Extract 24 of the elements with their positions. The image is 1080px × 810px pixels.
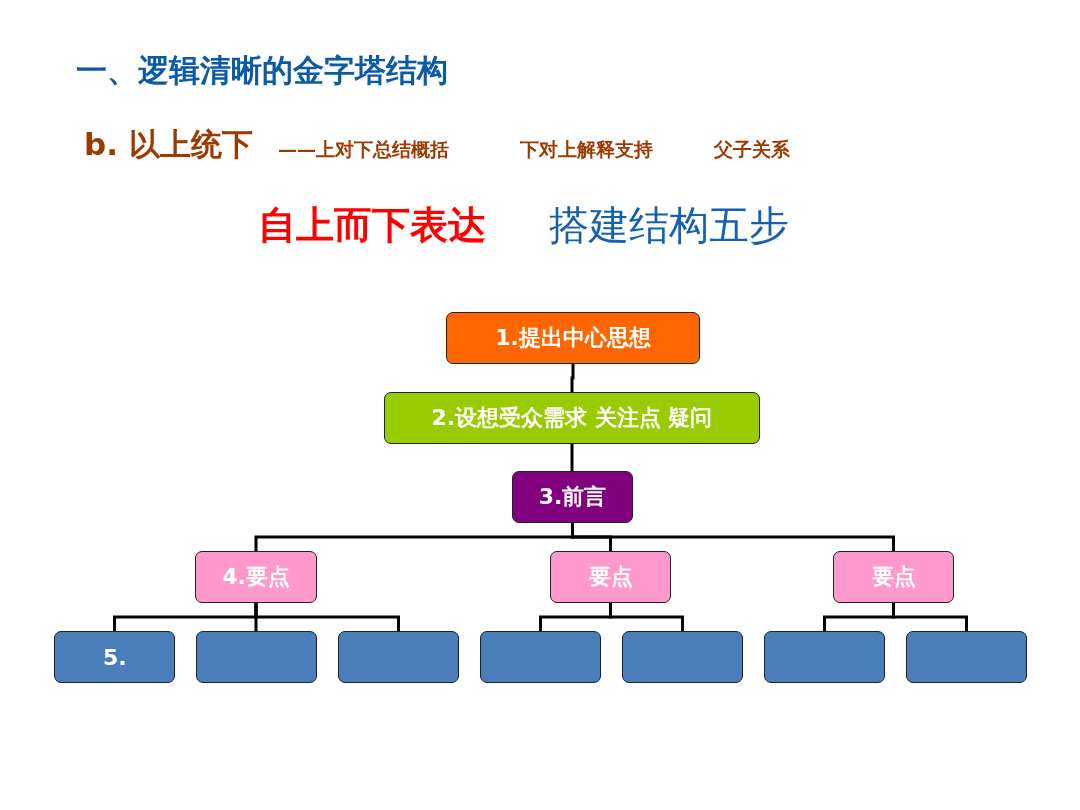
connector-line [571,523,895,551]
note-text: ——上对下总结概括 [278,137,449,162]
tree-box: 要点 [550,551,671,603]
tree-box: 2.设想受众需求 关注点 疑问 [384,392,760,444]
tree-box: 4.要点 [195,551,317,603]
connector-line [254,603,400,631]
tree-box: 3.前言 [512,471,633,523]
process-box [338,631,459,683]
subheading: b. 以上统下 [84,125,253,164]
process-box [480,631,601,683]
headline-text: 搭建结构五步 [549,201,789,250]
tree-box: 要点 [833,551,954,603]
title: 一、逻辑清晰的金字塔结构 [76,51,448,90]
leaf-box: 5. [54,631,175,683]
process-box [906,631,1027,683]
tree-box: 1.提出中心思想 [446,312,700,364]
process-box [622,631,743,683]
process-box [196,631,317,683]
connector-line [570,444,574,471]
connector-line [570,364,575,392]
note-text: 下对上解释支持 [520,137,653,162]
note-text: 父子关系 [714,137,790,162]
headline-text: 自上而下表达 [258,202,486,249]
process-box [764,631,885,683]
